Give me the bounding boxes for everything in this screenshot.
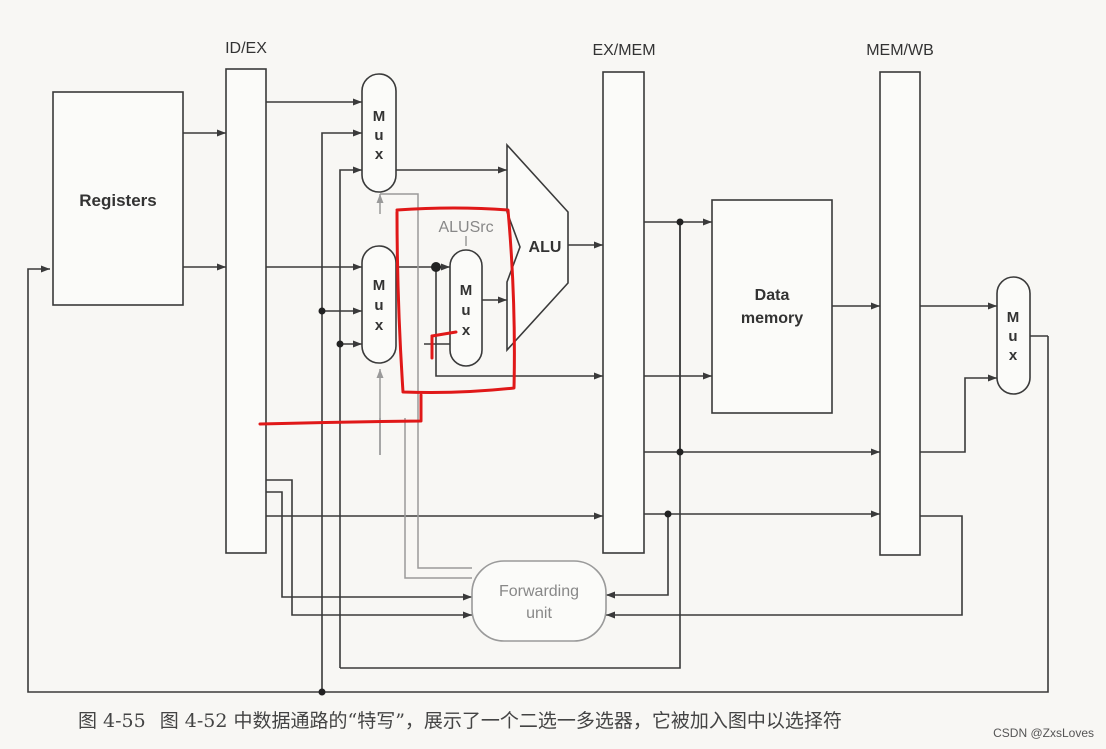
forwarding-unit-label-line1: Forwarding [499,583,579,600]
forwarding-unit-label-line2: unit [526,605,552,622]
mem-wb-register [879,71,921,556]
mux-letter: M [1007,309,1020,326]
mux-letter: x [462,322,471,339]
mux-letter: x [375,146,384,163]
data-memory-block [711,199,833,414]
mem-wb-label: MEM/WB [866,42,934,59]
mux-letter: M [460,282,473,299]
forward-a-mux [361,73,397,193]
writeback-mux [996,276,1031,395]
alusrc-mux-letters: M u x [460,282,473,339]
mux-letter: M [373,108,386,125]
id-ex-register [225,68,267,554]
mux-letter: x [375,317,384,334]
mux-letter: u [374,127,383,144]
mux-a-letters: M u x [373,108,386,163]
figure-number: 图 4-55 [78,710,146,732]
alu-label: ALU [529,239,562,256]
forwarding-unit-block [471,560,607,642]
alusrc-mux [449,249,483,367]
ex-mem-register [602,71,645,554]
forward-b-mux [361,245,397,364]
writeback-mux-letters: M u x [1007,309,1020,364]
data-memory-label-line2: memory [741,310,803,327]
red-annotation [258,206,516,426]
watermark: CSDN @ZxsLoves [993,726,1094,740]
ex-mem-label: EX/MEM [592,42,655,59]
registers-block [52,91,184,306]
caption-text: 图 4-52 中数据通路的“特写”，展示了一个二选一多选器，它被加入图中以选择符 [159,710,842,732]
figure-caption: 图 4-55 图 4-52 中数据通路的“特写”，展示了一个二选一多选器，它被加入… [78,706,842,733]
datapath-wires [27,98,1049,693]
mux-letter: u [374,297,383,314]
alusrc-label: ALUSrc [438,219,493,236]
data-memory-label-line1: Data [755,287,790,304]
mux-letter: M [373,277,386,294]
forwarding-control-lines [376,193,472,579]
id-ex-label: ID/EX [225,40,267,57]
mux-letter: u [461,302,470,319]
mux-letter: x [1009,347,1018,364]
mux-b-letters: M u x [373,277,386,334]
junction-dots [318,218,684,696]
mux-letter: u [1008,328,1017,345]
registers-label: Registers [79,191,156,210]
